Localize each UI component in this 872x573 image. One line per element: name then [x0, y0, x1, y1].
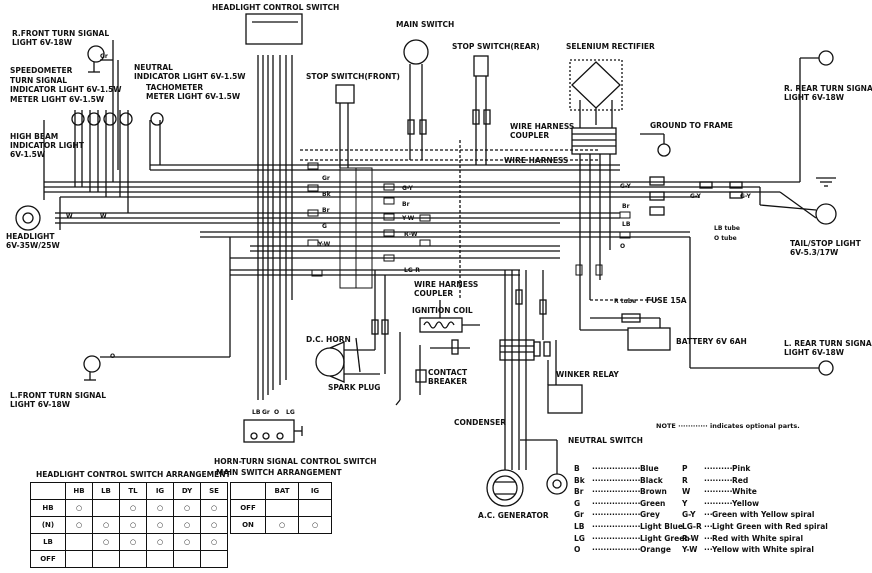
svg-text:G: G [322, 223, 327, 230]
hdr-hb: HB [65, 482, 93, 500]
contact-breaker-label: CONTACT BREAKER [428, 368, 468, 386]
hdr-bat: BAT [265, 482, 299, 500]
main-switch-label: MAIN SWITCH [396, 20, 455, 29]
speedometer-label: SPEEDOMETER [10, 66, 73, 75]
headlight-switch-arrangement-title: HEADLIGHT CONTROL SWITCH ARRANGEMENT [36, 470, 231, 479]
selenium-rectifier-label: SELENIUM RECTIFIER [566, 42, 655, 51]
svg-text:G-Y: G-Y [690, 193, 702, 200]
legend-row: Gr···························Grey [574, 510, 660, 520]
ignition-coil-label: IGNITION COIL [412, 306, 473, 315]
legend-row: P···························Pink [682, 464, 751, 473]
tail-stop-label: TAIL/STOP LIGHT 6V-5.3/17W [790, 239, 861, 257]
svg-text:O: O [274, 409, 279, 416]
hdr-main-ig: IG [298, 482, 332, 500]
neutral-indicator-label: NEUTRAL INDICATOR LIGHT 6V-1.5W [134, 63, 246, 81]
rear-turn-left-label: L. REAR TURN SIGNAL LIGHT 6V-18W [784, 339, 872, 357]
row-lb: LB [30, 533, 66, 551]
svg-text:G-Y: G-Y [620, 183, 632, 190]
legend-row: R-W···························Red with W… [682, 533, 804, 543]
battery-label: BATTERY 6V 6AH [676, 337, 747, 346]
headlight-label: HEADLIGHT 6V-35W/25W [6, 232, 60, 250]
lb-tube-label: LB tube [714, 225, 740, 232]
r-tube-label: R tube [614, 298, 637, 305]
legend-row: G···························Green [574, 498, 666, 508]
row-n: (N) [30, 516, 66, 534]
legend-row: LB···························Light Blue [574, 521, 683, 531]
svg-text:Y-W: Y-W [317, 241, 331, 248]
svg-text:O: O [110, 353, 115, 360]
legend-row: LG···························Light Green [574, 533, 690, 543]
main-switch-arrangement-table: BAT IG OFF ON○○ [230, 482, 332, 534]
hdr-tl: TL [119, 482, 147, 500]
headlight-switch-label: HEADLIGHT CONTROL SWITCH [212, 3, 340, 12]
high-beam-label: HIGH BEAM INDICATOR LIGHT 6V-1.5W [10, 132, 84, 159]
svg-text:LG: LG [286, 409, 295, 416]
legend-row: Y-W···························Yellow wit… [682, 545, 814, 555]
fuse-label: FUSE 15A [646, 296, 687, 305]
rear-turn-right-label: R. REAR TURN SIGNAL LIGHT 6V-18W [784, 84, 872, 102]
row-hb: HB [30, 499, 66, 517]
legend-row: G-Y···························Green with… [682, 510, 815, 520]
svg-text:Gr: Gr [322, 175, 330, 182]
svg-text:R-W: R-W [404, 231, 418, 238]
svg-text:Br: Br [322, 207, 330, 214]
neutral-switch-label: NEUTRAL SWITCH [568, 436, 643, 445]
legend-row: O···························Orange [574, 545, 671, 555]
hdr-lb: LB [92, 482, 120, 500]
wire-harness-coupler-mid-label: WIRE HARNESS COUPLER [414, 280, 479, 298]
svg-text:Br: Br [622, 203, 630, 210]
color-legend-right: P···························Pink R······… [682, 463, 828, 556]
svg-text:G-Y: G-Y [740, 193, 752, 200]
ac-generator-label: A.C. GENERATOR [478, 511, 549, 520]
stop-switch-front-label: STOP SWITCH(FRONT) [306, 72, 400, 81]
meter-light-label: METER LIGHT 6V-1.5W [10, 95, 105, 104]
row-off: OFF [30, 550, 66, 568]
svg-text:Bk: Bk [322, 191, 332, 198]
tachometer-label: TACHOMETER METER LIGHT 6V-1.5W [146, 83, 241, 101]
winker-relay-label: WINKER RELAY [556, 370, 619, 379]
color-legend-left: B···························Blue Bk·····… [574, 463, 690, 556]
svg-text:Gr: Gr [262, 409, 270, 416]
legend-row: Bk···························Black [574, 475, 663, 485]
svg-text:LB: LB [622, 221, 631, 228]
legend-row: Y···························Yellow [682, 498, 760, 508]
note-label: NOTE ············ indicates optional par… [656, 422, 800, 430]
svg-text:Y-W: Y-W [401, 215, 415, 222]
svg-text:Br: Br [402, 201, 410, 208]
horn-turn-switch-label: HORN-TURN SIGNAL CONTROL SWITCH [214, 457, 377, 466]
wire-harness-label: WIRE HARNESS [504, 156, 569, 165]
hdr-se: SE [200, 482, 228, 500]
front-turn-right-label: R.FRONT TURN SIGNAL LIGHT 6V-18W [12, 29, 110, 47]
svg-text:Gr: Gr [100, 53, 108, 60]
svg-text:LG-R: LG-R [404, 267, 420, 274]
stop-switch-rear-label: STOP SWITCH(REAR) [452, 42, 540, 51]
turn-indicator-label: TURN SIGNAL INDICATOR LIGHT 6V-1.5W [10, 76, 122, 94]
legend-row: R···························Red [682, 475, 749, 485]
condenser-label: CONDENSER [454, 418, 507, 427]
legend-row: LG-R···························Light Gre… [682, 521, 828, 531]
svg-text:G-Y: G-Y [402, 185, 414, 192]
row-main-off: OFF [230, 499, 266, 517]
ground-to-frame-label: GROUND TO FRAME [650, 121, 733, 130]
legend-row: B···························Blue [574, 464, 659, 473]
svg-text:LB: LB [252, 409, 261, 416]
main-switch-arrangement-label: MAIN SWITCH ARRANGEMENT [216, 468, 342, 477]
legend-row: Br···························Brown [574, 487, 667, 497]
svg-text:W: W [66, 213, 73, 220]
svg-text:W: W [100, 213, 107, 220]
svg-text:O: O [620, 243, 625, 250]
hdr-dy: DY [173, 482, 201, 500]
o-tube-label: O tube [714, 235, 737, 242]
headlight-switch-arrangement-table: HB LB TL IG DY SE HB○○○○○ (N)○○○○○○ LB○○… [30, 482, 228, 568]
spark-plug-label: SPARK PLUG [328, 383, 381, 392]
row-main-on: ON [230, 516, 266, 534]
hdr-ig: IG [146, 482, 174, 500]
wire-harness-coupler-top-label: WIRE HARNESS COUPLER [510, 122, 575, 140]
front-turn-left-label: L.FRONT TURN SIGNAL LIGHT 6V-18W [10, 391, 106, 409]
dc-horn-label: D.C. HORN [306, 335, 351, 344]
legend-row: W···························White [682, 487, 757, 497]
